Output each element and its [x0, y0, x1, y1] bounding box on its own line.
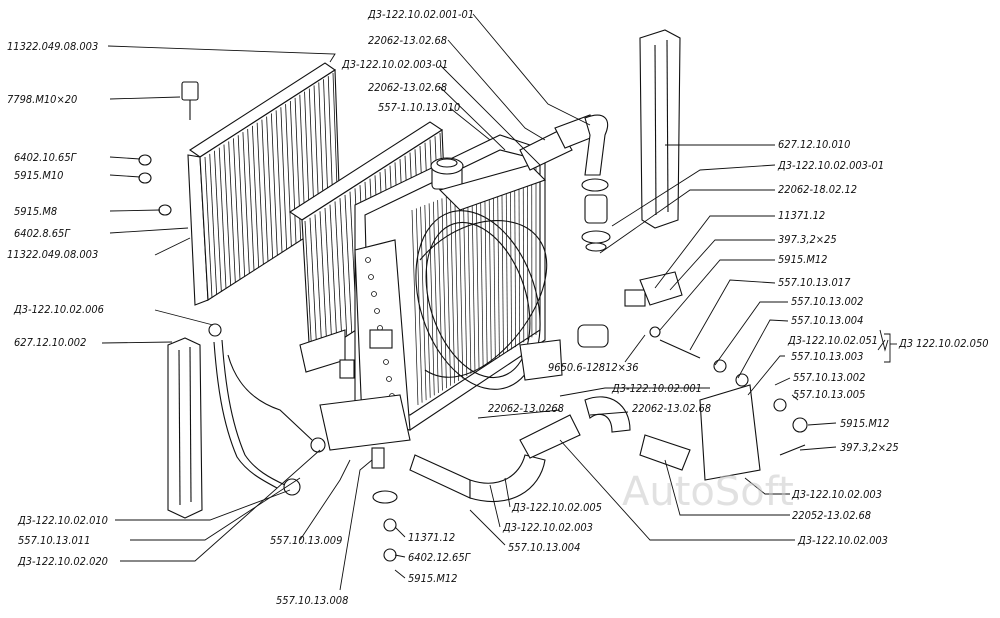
label-d3-122-10-02-003-right: Д3-122.10.02.003	[791, 488, 882, 501]
label-22062-18-02-12: 22062-18.02.12	[778, 183, 857, 196]
radiator-core	[319, 134, 563, 451]
label-627-12-10-002: 627.12.10.002	[14, 336, 86, 349]
label-d3-122-10-02-001-01-top: Д3-122.10.02.001-01	[367, 8, 474, 21]
label-557-10-13-004-bottom: 557.10.13.004	[508, 541, 580, 554]
label-557-10-13-017: 557.10.13.017	[778, 276, 851, 289]
label-5915-m12-top: 5915.M12	[778, 253, 827, 266]
label-557-10-13-002-lower: 557.10.13.002	[793, 371, 865, 384]
label-22062-13-02-68-a: 22062-13.02.68	[368, 34, 447, 47]
label-d3-122-10-02-006: Д3-122.10.02.006	[13, 303, 104, 316]
label-22062-13-0268: 22062-13.0268	[488, 402, 564, 415]
label-627-12-10-010: 627.12.10.010	[778, 138, 850, 151]
part-labels: Д3-122.10.02.001-01 22062-13.02.68 Д3-12…	[7, 8, 989, 607]
label-d3-122-10-02-050: Д3 122.10.02.050	[898, 337, 989, 350]
side-strip-right	[639, 29, 681, 229]
label-d3-122-10-02-005: Д3-122.10.02.005	[511, 501, 602, 514]
label-5915-m10: 5915.M10	[14, 169, 63, 182]
leader-lines	[101, 13, 889, 591]
label-22062-13-02-68-b: 22062-13.02.68	[368, 81, 447, 94]
label-6402-12-65g: 6402.12.65Г	[408, 551, 472, 564]
label-557-10-13-011: 557.10.13.011	[18, 534, 90, 547]
label-397-3-2x25-bottom: 397.3,2×25	[840, 441, 899, 454]
oil-cooler-left-grid	[187, 62, 341, 306]
label-d3-122-10-02-001-mid: Д3-122.10.02.001	[611, 382, 702, 395]
label-5915-m12-right: 5915.M12	[840, 417, 889, 430]
label-d3-122-10-02-010: Д3-122.10.02.010	[17, 514, 108, 527]
label-397-3-2x25-top: 397.3,2×25	[778, 233, 837, 246]
label-6402-10-65g: 6402.10.65Г	[14, 151, 78, 164]
fastener-set-right	[624, 271, 808, 481]
watermark: AutoSoft	[622, 469, 794, 515]
label-6402-8-65g: 6402.8.65Г	[14, 227, 71, 240]
label-11322-049-08-003-top: 11322.049.08.003	[7, 40, 98, 53]
label-557-10-13-005: 557.10.13.005	[793, 388, 865, 401]
label-557-10-13-008: 557.10.13.008	[276, 594, 348, 607]
label-22062-13-02-68-mid: 22062-13.02.68	[632, 402, 711, 415]
parts-drawing	[138, 29, 808, 562]
label-11371-12-right: 11371.12	[778, 209, 825, 222]
label-7798-m10x20: 7798.M10×20	[7, 93, 77, 106]
group-bracket	[884, 333, 897, 363]
label-d3-122-10-02-020: Д3-122.10.02.020	[17, 555, 108, 568]
label-5915-m8: 5915.M8	[14, 205, 57, 218]
label-557-10-13-004-right: 557.10.13.004	[791, 314, 863, 327]
label-d3-122-10-02-003-01-right: Д3-122.10.02.003-01	[777, 159, 884, 172]
side-strip-left	[167, 337, 203, 519]
label-557-10-13-002-top: 557.10.13.002	[791, 295, 863, 308]
label-d3-122-10-02-003-bottom: Д3-122.10.02.003	[502, 521, 593, 534]
upper-hose-assembly	[519, 114, 611, 252]
label-9650-6-12812x36: 9650.6-12812×36	[548, 361, 639, 374]
bolt-and-plug	[138, 81, 609, 562]
label-557-10-13-009: 557.10.13.009	[270, 534, 342, 547]
label-557-1-10-13-010: 557-1.10.13.010	[378, 101, 460, 114]
lower-hose-assembly	[409, 396, 691, 503]
label-d3-122-10-02-003-far-right: Д3-122.10.02.003	[797, 534, 888, 547]
label-11371-12-bottom: 11371.12	[408, 531, 455, 544]
label-d3-122-10-02-051: Д3-122.10.02.051	[787, 334, 878, 347]
label-11322-049-08-003-bottom: 11322.049.08.003	[7, 248, 98, 261]
label-557-10-13-003: 557.10.13.003	[791, 350, 863, 363]
label-5915-m12-bottom: 5915.M12	[408, 572, 457, 585]
label-d3-122-10-02-003-01-top: Д3-122.10.02.003-01	[341, 58, 448, 71]
label-22052-13-02-68: 22052-13.02.68	[792, 509, 871, 522]
